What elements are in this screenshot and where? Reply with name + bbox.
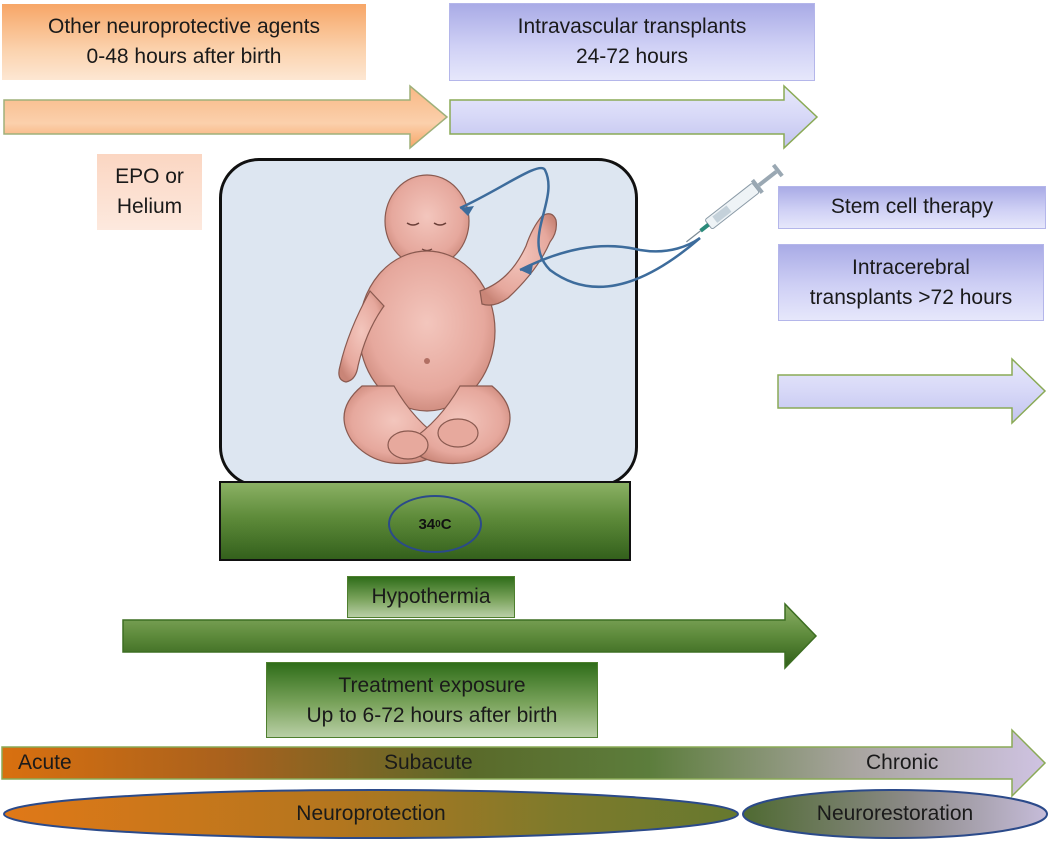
intracerebral-transplants-box: Intracerebral transplants >72 hours bbox=[778, 244, 1044, 321]
intravascular-transplants-line2: 24-72 hours bbox=[575, 45, 689, 68]
treatment-exposure-box: Treatment exposure Up to 6-72 hours afte… bbox=[266, 662, 598, 738]
stem-cell-therapy-box: Stem cell therapy bbox=[778, 186, 1046, 229]
neurorestoration-ellipse bbox=[742, 789, 1048, 839]
neuroprotection-ellipse bbox=[3, 789, 739, 839]
orange-arrow bbox=[3, 84, 449, 150]
intracerebral-arrow bbox=[777, 357, 1047, 425]
epo-helium-box: EPO or Helium bbox=[97, 154, 202, 230]
stem-cell-therapy-label: Stem cell therapy bbox=[830, 195, 994, 218]
timeline-arrow bbox=[1, 728, 1047, 798]
stage-acute: Acute bbox=[18, 751, 72, 774]
intracerebral-line2: transplants >72 hours bbox=[809, 286, 1013, 309]
intravascular-transplants-line1: Intravascular transplants bbox=[517, 15, 747, 38]
epo-line1: EPO or bbox=[115, 165, 184, 188]
neuroprotective-agents-box: Other neuroprotective agents 0-48 hours … bbox=[2, 4, 366, 80]
treatment-line1: Treatment exposure bbox=[338, 674, 526, 697]
injection-line bbox=[459, 166, 701, 288]
syringe-icon bbox=[686, 163, 784, 243]
phase-neuroprotection: Neuroprotection bbox=[296, 802, 446, 825]
temperature-unit: C bbox=[440, 515, 452, 533]
epo-line2: Helium bbox=[116, 195, 183, 218]
hypothermia-box: Hypothermia bbox=[347, 576, 515, 618]
baby-illustration bbox=[338, 174, 557, 464]
hypothermia-label: Hypothermia bbox=[371, 585, 491, 608]
hypothermia-arrow bbox=[122, 602, 818, 670]
temperature-value: 34 bbox=[418, 515, 436, 533]
stage-subacute: Subacute bbox=[384, 751, 473, 774]
intravascular-transplants-box: Intravascular transplants 24-72 hours bbox=[449, 3, 815, 81]
treatment-line2: Up to 6-72 hours after birth bbox=[306, 704, 558, 727]
injection-line-branch bbox=[519, 236, 701, 272]
intravascular-arrow bbox=[449, 84, 819, 150]
temperature-superscript: 0 bbox=[435, 518, 441, 530]
intracerebral-line1: Intracerebral bbox=[852, 256, 970, 279]
stage-chronic: Chronic bbox=[866, 751, 939, 774]
phase-neurorestoration: Neurorestoration bbox=[816, 802, 974, 825]
incubator bbox=[219, 158, 638, 487]
neuroprotective-agents-line2: 0-48 hours after birth bbox=[86, 45, 282, 68]
neuroprotective-agents-line1: Other neuroprotective agents bbox=[48, 15, 320, 38]
